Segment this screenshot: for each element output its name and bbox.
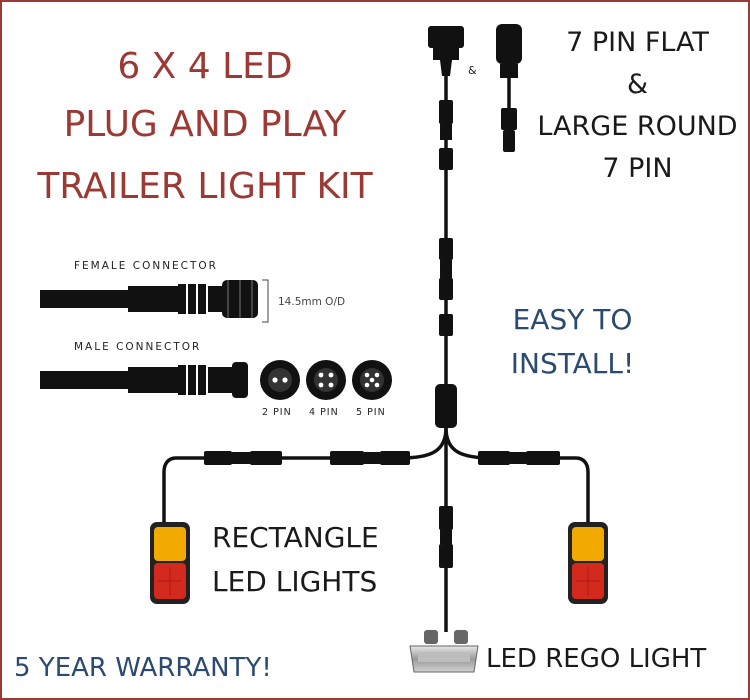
pin-face-2 <box>260 360 300 400</box>
plug-label-line-1: 7 PIN FLAT <box>566 27 709 58</box>
round-7-pin-plug <box>496 24 522 152</box>
rectangle-lights-line-1: RECTANGLE <box>212 521 379 554</box>
warranty-label: 5 YEAR WARRANTY! <box>14 653 272 683</box>
plug-ampersand-small: & <box>468 64 477 77</box>
rego-light <box>409 630 479 673</box>
title-line-2: PLUG AND PLAY <box>63 104 347 145</box>
easy-install-line-1: EASY TO <box>512 303 633 336</box>
pin-face-4 <box>306 360 346 400</box>
pin-face-5 <box>352 360 392 400</box>
easy-install-line-2: INSTALL! <box>510 347 635 380</box>
pin-label-5: 5 PIN <box>356 407 386 418</box>
female-connector-caption: FEMALE CONNECTOR <box>74 260 218 272</box>
rego-light-label: LED REGO LIGHT <box>486 644 707 674</box>
male-connector-caption: MALE CONNECTOR <box>74 341 202 353</box>
female-connector-drawing <box>40 279 269 323</box>
right-branch-connectors <box>478 451 560 465</box>
dimension-label: 14.5mm O/D <box>278 296 346 308</box>
flat-7-pin-plug <box>428 26 464 76</box>
male-connector-drawing <box>40 362 248 398</box>
title-line-3: TRAILER LIGHT KIT <box>37 166 373 207</box>
left-rectangle-lamp <box>150 522 190 604</box>
title-line-1: 6 X 4 LED <box>117 46 293 87</box>
left-branch-connectors <box>204 451 410 465</box>
pin-label-4: 4 PIN <box>309 407 339 418</box>
right-rectangle-lamp <box>568 522 608 604</box>
trunk-connectors <box>439 100 453 336</box>
lower-trunk-connectors <box>439 506 453 568</box>
pin-label-2: 2 PIN <box>262 407 292 418</box>
plug-label-line-2: & <box>626 69 649 100</box>
plug-label-line-3: LARGE ROUND <box>537 111 738 142</box>
rectangle-lights-line-2: LED LIGHTS <box>212 565 378 598</box>
plug-label-line-4: 7 PIN <box>602 153 673 184</box>
